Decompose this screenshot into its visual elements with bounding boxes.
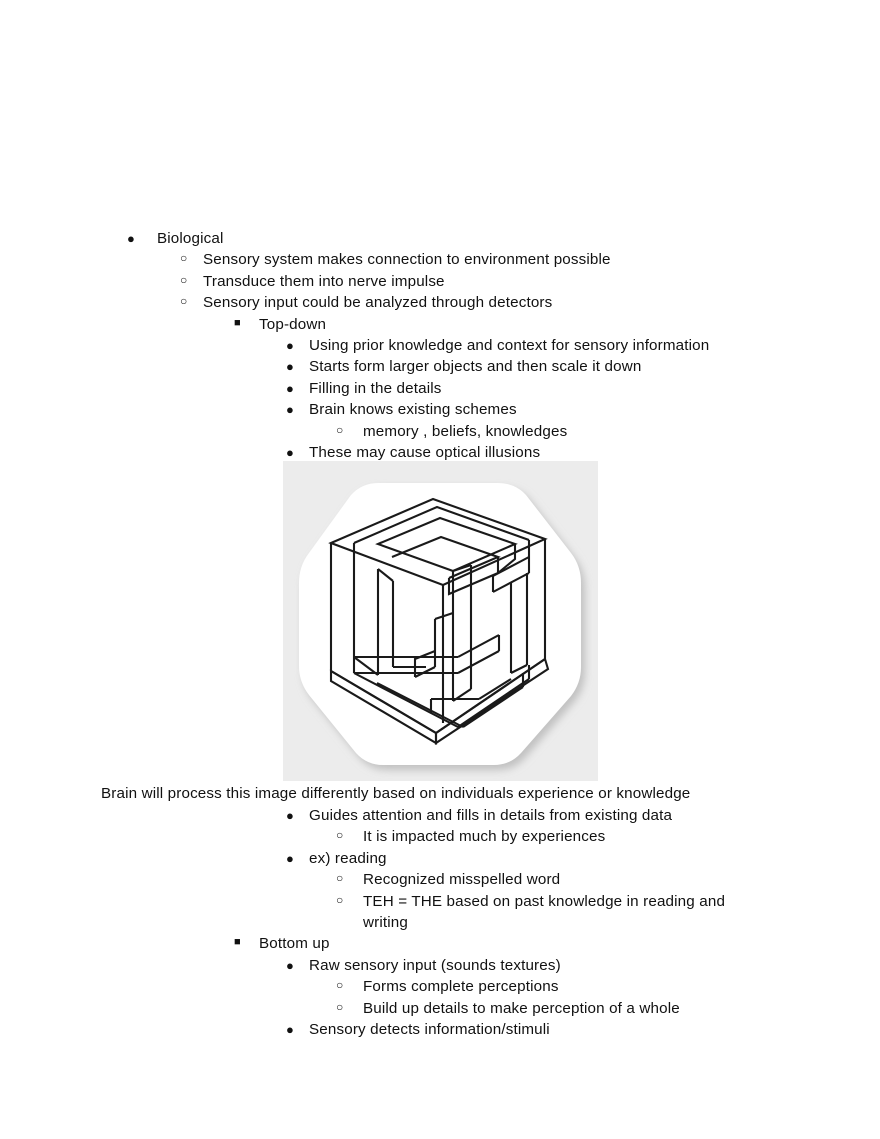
list-item: These may cause optical illusions [0, 442, 880, 463]
list-item: Filling in the details [0, 378, 880, 399]
bullet-circle-icon [336, 868, 363, 889]
bullet-disc-icon [286, 378, 309, 399]
bullet-disc-icon [286, 335, 309, 356]
list-item-text: Forms complete perceptions [363, 978, 559, 996]
bullet-disc-icon [286, 848, 309, 869]
list-item: Raw sensory input (sounds textures) [0, 955, 880, 976]
list-item: TEH = THE based on past knowledge in rea… [0, 891, 880, 934]
list-item: Bottom up [0, 933, 880, 954]
list-item-text: Sensory system makes connection to envir… [203, 251, 611, 269]
bullet-circle-icon [336, 997, 363, 1018]
list-item-text: Raw sensory input (sounds textures) [309, 956, 561, 974]
impossible-cube-lines [328, 497, 550, 745]
list-item: Starts form larger objects and then scal… [0, 356, 880, 377]
sticker-background [299, 483, 581, 765]
list-item-text: Filling in the details [309, 379, 442, 397]
list-item: Using prior knowledge and context for se… [0, 335, 880, 356]
list-item: Guides attention and fills in details fr… [0, 805, 880, 826]
bullet-disc-icon [286, 805, 309, 826]
list-item: Sensory detects information/stimuli [0, 1019, 880, 1040]
list-item: It is impacted much by experiences [0, 826, 880, 847]
list-item: Brain knows existing schemes [0, 399, 880, 420]
list-item: Build up details to make perception of a… [0, 998, 880, 1019]
list-item: memory , beliefs, knowledges [0, 421, 880, 442]
list-item-text: It is impacted much by experiences [363, 828, 606, 846]
impossible-cube-icon [283, 461, 598, 781]
list-item-text: Top-down [259, 315, 327, 333]
outline-top: Biological Sensory system makes connecti… [0, 228, 880, 1040]
bullet-disc-icon [286, 1019, 309, 1040]
list-item-text: Bottom up [259, 935, 330, 953]
list-item-text: Build up details to make perception of a… [363, 999, 680, 1017]
list-item: Sensory input could be analyzed through … [0, 292, 880, 313]
bullet-circle-icon [180, 270, 203, 291]
bullet-disc-icon [286, 356, 309, 377]
bullet-disc-icon [286, 399, 309, 420]
bullet-square-icon [234, 313, 259, 334]
list-item-text: memory , beliefs, knowledges [363, 422, 568, 440]
list-item-text: Transduce them into nerve impulse [203, 272, 445, 290]
list-item: Top-down [0, 314, 880, 335]
paragraph-text: Brain will process this image differentl… [101, 785, 691, 803]
list-item-text: Recognized misspelled word [363, 871, 561, 889]
list-item: Biological [0, 228, 880, 249]
list-item: Transduce them into nerve impulse [0, 271, 880, 292]
list-item: Recognized misspelled word [0, 869, 880, 890]
list-item-text: TEH = THE based on past knowledge in rea… [363, 892, 726, 931]
bullet-circle-icon [336, 420, 363, 441]
bullet-circle-icon [180, 291, 203, 312]
list-item-text: Sensory detects information/stimuli [309, 1020, 550, 1038]
bullet-disc-icon [286, 955, 309, 976]
list-item: Sensory system makes connection to envir… [0, 249, 880, 270]
list-item-text: Brain knows existing schemes [309, 401, 517, 419]
bullet-circle-icon [336, 825, 363, 846]
bullet-disc-icon [127, 228, 157, 249]
bullet-circle-icon [180, 248, 203, 269]
list-item-text: Sensory input could be analyzed through … [203, 294, 553, 312]
paragraph-line: Brain will process this image differentl… [0, 783, 880, 804]
list-item-text: Using prior knowledge and context for se… [309, 337, 710, 355]
list-item: ex) reading [0, 848, 880, 869]
list-item-text: Biological [157, 230, 224, 247]
optical-illusion-figure [283, 461, 598, 781]
list-item: Forms complete perceptions [0, 976, 880, 997]
bullet-square-icon [234, 932, 259, 953]
bullet-circle-icon [336, 975, 363, 996]
list-item-text: These may cause optical illusions [309, 444, 541, 462]
bullet-circle-icon [336, 890, 363, 911]
list-item-text: Starts form larger objects and then scal… [309, 358, 642, 376]
list-item-text: ex) reading [309, 849, 387, 867]
list-item-text: Guides attention and fills in details fr… [309, 806, 673, 824]
